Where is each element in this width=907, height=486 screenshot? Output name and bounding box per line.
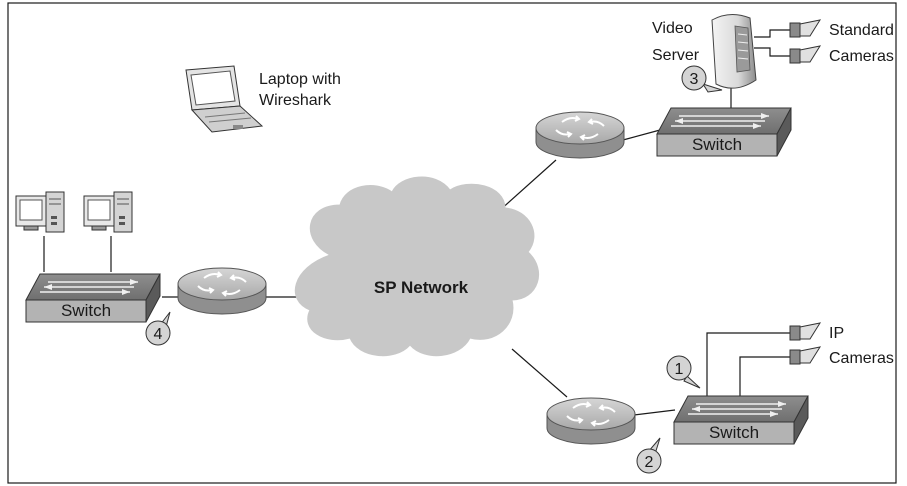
callout-1-number: 1 xyxy=(675,361,684,378)
video-server-icon xyxy=(711,14,757,89)
link-router-bottom-switch-bottom xyxy=(633,409,676,416)
analog-camera-1 xyxy=(789,19,821,38)
video-server-label-line1: Video xyxy=(652,20,693,37)
router-left xyxy=(177,267,267,315)
callout-2-number: 2 xyxy=(645,454,654,471)
ip-cameras-label-line1: IP xyxy=(829,325,844,342)
link-switch-ipcamera2 xyxy=(739,356,790,396)
diagram-frame xyxy=(7,2,897,484)
ip-camera-1 xyxy=(789,322,821,341)
link-server-camera1 xyxy=(754,29,790,38)
switch-top-right-label: Switch xyxy=(692,135,742,154)
switch-left: Switch xyxy=(25,273,161,323)
router-bottom xyxy=(546,397,636,445)
analog-cameras-label-line2: Cameras xyxy=(829,48,894,65)
ip-camera-2 xyxy=(789,346,821,365)
callout-1: 1 xyxy=(666,355,701,389)
switch-top-right: Switch xyxy=(656,107,792,157)
analog-cameras-label-line1: Standard xyxy=(829,22,894,39)
cloud-label: SP Network xyxy=(374,278,469,297)
sp-network-cloud: SP Network xyxy=(294,176,539,357)
switch-left-label: Switch xyxy=(61,301,111,320)
laptop-label-line2: Wireshark xyxy=(259,92,332,109)
analog-camera-2 xyxy=(789,45,821,64)
laptop-icon xyxy=(185,65,264,133)
callout-4-number: 4 xyxy=(154,326,163,343)
ip-cameras-label-line2: Cameras xyxy=(829,350,894,367)
video-server-label-line2: Server xyxy=(652,47,700,64)
callout-3-number: 3 xyxy=(690,71,699,88)
link-cloud-router-bottom xyxy=(511,348,568,398)
pc-2 xyxy=(83,191,133,233)
switch-bottom-right-label: Switch xyxy=(709,423,759,442)
link-router-top-switch-top xyxy=(622,129,661,141)
laptop-label-line1: Laptop with xyxy=(259,71,341,88)
callout-3: 3 xyxy=(681,65,723,93)
pc-1 xyxy=(15,191,65,233)
callout-2: 2 xyxy=(636,437,662,474)
switch-bottom-right: Switch xyxy=(673,395,809,445)
callout-4: 4 xyxy=(145,311,171,346)
link-switch-ipcamera1 xyxy=(706,332,790,396)
router-top xyxy=(535,111,625,159)
links xyxy=(43,29,790,416)
link-server-camera2 xyxy=(754,47,790,57)
